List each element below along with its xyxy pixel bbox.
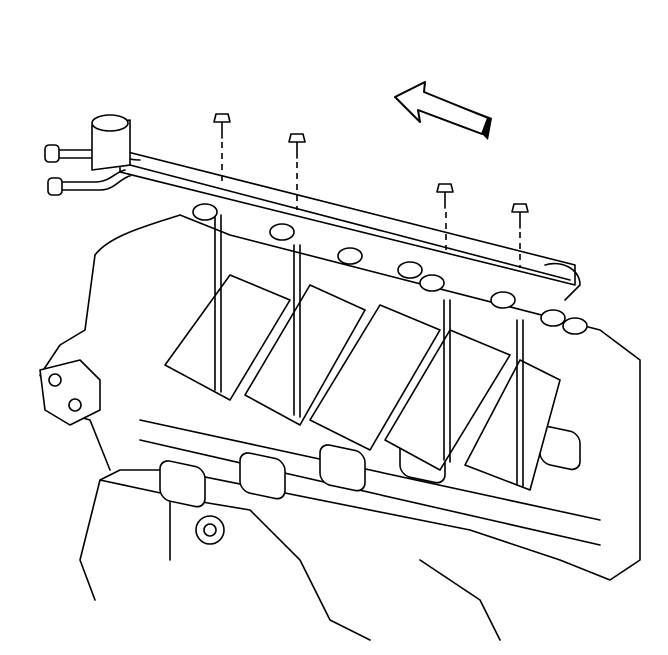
bolt-icon — [213, 113, 231, 185]
bolts — [213, 113, 529, 268]
bolt-icon — [511, 203, 529, 268]
fuel-rail — [44, 114, 581, 301]
manifold-runners — [164, 274, 561, 491]
arrow-left-icon — [394, 81, 492, 140]
injectors — [192, 203, 588, 335]
bolt-icon — [436, 183, 454, 250]
studs — [214, 214, 524, 488]
bolt-icon — [288, 133, 306, 210]
